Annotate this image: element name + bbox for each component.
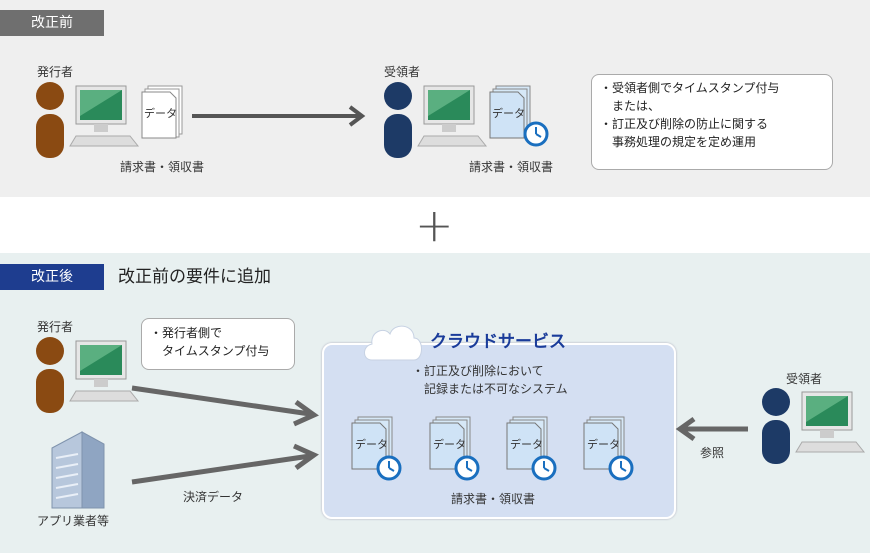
cloud-doc-label: データ <box>355 438 388 451</box>
cloud-caption: 請求書・領収書 <box>451 492 536 506</box>
cloud-document-icon <box>351 416 402 481</box>
cloud-note: ・訂正及び削除において 記録または不可なシステム <box>412 362 568 398</box>
building-icon <box>51 431 105 509</box>
cloud-doc-label: データ <box>587 438 620 451</box>
after-receiver-person-icon <box>762 388 866 464</box>
plus-sign: + <box>415 198 454 252</box>
before-caption-left: 請求書・領収書 <box>120 160 205 174</box>
after-issuer-person-icon <box>36 337 140 413</box>
before-receiver-person-icon <box>384 82 488 158</box>
settlement-label: 決済データ <box>183 490 244 504</box>
before-timestamp-document-icon <box>489 85 549 147</box>
before-caption-right: 請求書・領収書 <box>469 160 554 174</box>
after-tag: 改正後 <box>0 264 104 290</box>
cloud-note-line: 記録または不可なシステム <box>412 382 568 396</box>
after-issuer-label: 発行者 <box>37 320 74 334</box>
after-issuer-note-line: ・発行者側で <box>150 326 223 340</box>
app-vendor-label: アプリ業者等 <box>37 514 110 528</box>
cloud-doc-label: データ <box>510 438 543 451</box>
cloud-note-line: ・訂正及び削除において <box>412 364 544 378</box>
cloud-doc-label: データ <box>433 438 466 451</box>
before-note-line: ・訂正及び削除の防止に関する <box>600 117 769 131</box>
cloud-document-icon <box>429 416 480 481</box>
before-receiver-label: 受領者 <box>384 65 421 79</box>
before-note-box: ・受領者側でタイムスタンプ付与 または、 ・訂正及び削除の防止に関する 事務処理… <box>591 74 833 170</box>
before-document-icon <box>141 85 183 139</box>
cloud-document-icon <box>506 416 557 481</box>
after-issuer-note-line: タイムスタンプ付与 <box>150 344 270 358</box>
after-input-arrows-icon <box>131 385 319 485</box>
reference-label: 参照 <box>700 446 725 460</box>
before-note-line: または、 <box>600 99 661 113</box>
reference-arrow-icon <box>675 416 748 442</box>
before-receiver-doc-label: データ <box>492 107 525 120</box>
cloud-document-icon <box>583 416 634 481</box>
after-issuer-note-box: ・発行者側で タイムスタンプ付与 <box>141 318 295 370</box>
cloud-service-title: クラウドサービス <box>430 332 566 352</box>
cloud-icon <box>364 325 422 361</box>
before-note-line: ・受領者側でタイムスタンプ付与 <box>600 81 780 95</box>
before-doc-label: データ <box>144 107 177 120</box>
after-receiver-label: 受領者 <box>786 372 823 386</box>
before-tag: 改正前 <box>0 10 104 36</box>
before-issuer-label: 発行者 <box>37 65 74 79</box>
before-arrow-icon <box>192 105 366 127</box>
before-note-line: 事務処理の規定を定め運用 <box>600 135 757 149</box>
before-issuer-person-icon <box>36 82 140 158</box>
after-title: 改正前の要件に追加 <box>118 267 271 287</box>
